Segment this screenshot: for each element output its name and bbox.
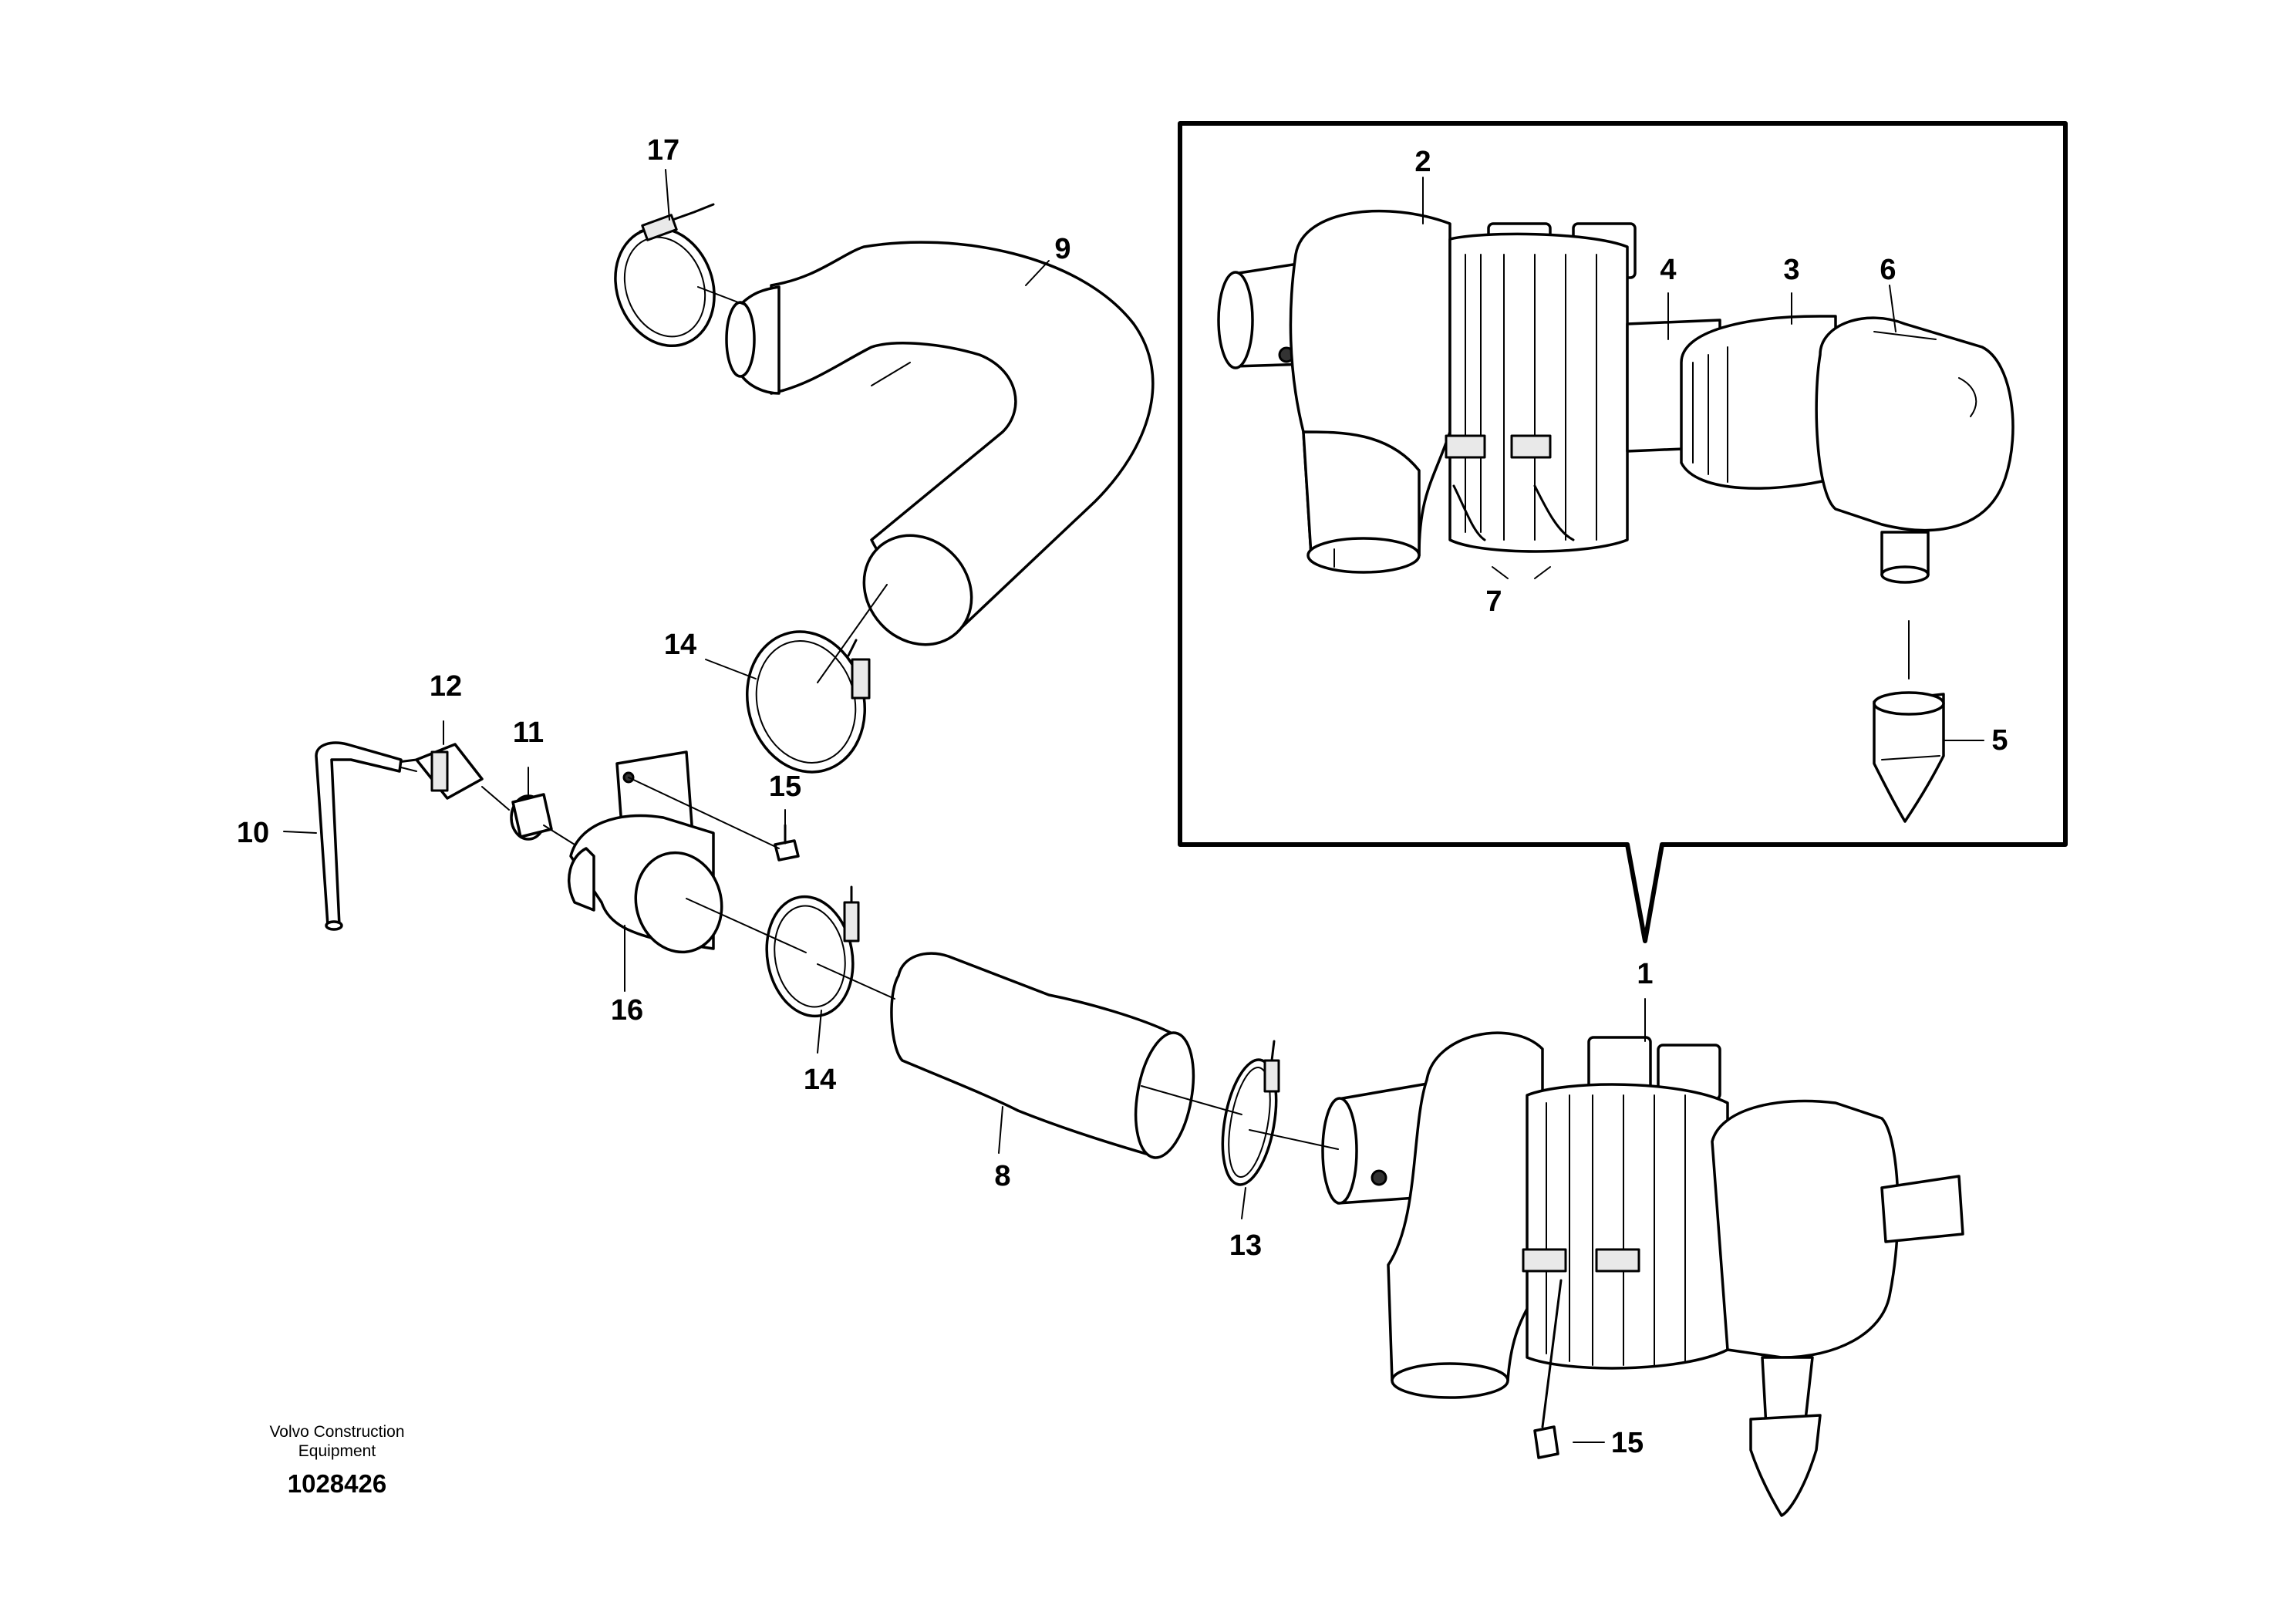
hose-item-10 xyxy=(315,741,403,931)
adapter-item-11 xyxy=(510,793,553,841)
callout-1: 1 xyxy=(1637,958,1653,990)
hose-item-9 xyxy=(725,241,1155,646)
callout-16: 16 xyxy=(611,994,643,1027)
callout-3: 3 xyxy=(1783,254,1799,286)
clamp-item-17 xyxy=(614,203,716,348)
clamp-item-13 xyxy=(1221,1040,1280,1186)
callout-4: 4 xyxy=(1660,254,1676,286)
callout-11: 11 xyxy=(513,717,544,749)
footer: Volvo Construction Equipment 1028426 xyxy=(269,1423,404,1498)
brand-line-1: Volvo Construction xyxy=(269,1423,404,1441)
callout-14-upper: 14 xyxy=(664,629,696,661)
inset-filter-item-3 xyxy=(1680,315,1837,490)
callout-12: 12 xyxy=(430,670,462,703)
elbow-bracket-item-16 xyxy=(568,750,723,954)
brand-line-2: Equipment xyxy=(298,1442,376,1460)
inset-cover-item-6 xyxy=(1815,316,2014,584)
callout-8: 8 xyxy=(994,1160,1010,1192)
drawing-number: 1028426 xyxy=(288,1469,386,1498)
callout-labels: 1 2 3 4 5 6 7 8 9 10 11 12 13 14 14 15 1… xyxy=(237,134,2008,1459)
inset-housing-item-2 xyxy=(1289,209,1451,574)
callout-13: 13 xyxy=(1229,1229,1262,1262)
inset-leader-lines xyxy=(1422,177,1984,741)
inset-valve-item-5 xyxy=(1873,691,1945,823)
clamp-item-14-upper xyxy=(745,630,871,774)
callout-10: 10 xyxy=(237,817,269,849)
callout-17: 17 xyxy=(647,134,679,167)
callout-15-upper: 15 xyxy=(769,771,801,803)
hose-item-8 xyxy=(890,952,1195,1159)
leader-lines xyxy=(283,169,1646,1443)
detail-inset xyxy=(1178,121,2068,943)
bolt-item-15-upper xyxy=(774,824,800,862)
air-cleaner-item-1 xyxy=(1321,1031,1964,1517)
inset-band-clamps-item-7 xyxy=(1445,222,1637,553)
callout-14-lower: 14 xyxy=(804,1064,836,1096)
callout-5: 5 xyxy=(1991,724,2008,757)
callout-6: 6 xyxy=(1880,254,1896,286)
callout-9: 9 xyxy=(1054,233,1070,265)
callout-7: 7 xyxy=(1485,585,1502,618)
bolt-item-15-lower xyxy=(1533,1425,1559,1459)
clamp-item-14-lower xyxy=(765,885,860,1018)
callout-2: 2 xyxy=(1414,146,1431,178)
callout-15-lower: 15 xyxy=(1611,1427,1644,1459)
